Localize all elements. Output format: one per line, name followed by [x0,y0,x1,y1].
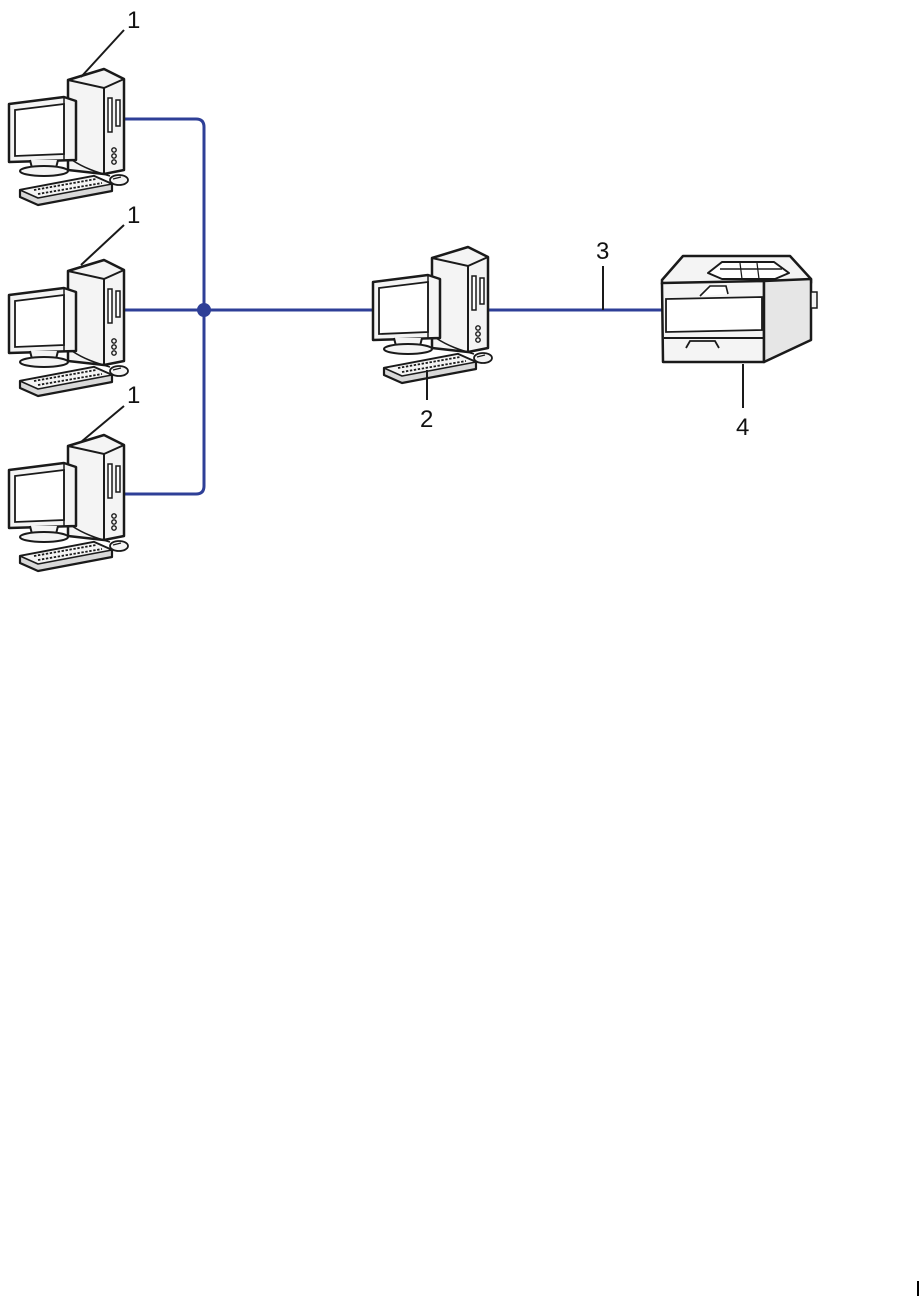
computer-icon [9,260,128,396]
network-cable-callout: 3 [596,238,609,310]
client-computer-bottom: 1 [9,382,140,571]
client-computer-middle: 1 [9,202,140,396]
callout-label: 3 [596,238,609,265]
leader-line [81,225,124,265]
link-top-client [124,119,204,494]
client-computer-top: 1 [9,7,140,205]
computer-icon [9,435,128,571]
computer-icon [9,69,128,205]
callout-label: 1 [127,382,140,409]
printer-icon [662,256,817,362]
callout-label: 2 [420,406,433,433]
callout-label: 1 [127,7,140,34]
computer-icon [373,247,492,383]
page-edge-mark [917,1281,919,1296]
printer: 4 [662,256,817,441]
callout-label: 4 [736,414,749,441]
junction-node [197,303,211,317]
print-server-computer: 2 [373,247,492,433]
callout-label: 1 [127,202,140,229]
